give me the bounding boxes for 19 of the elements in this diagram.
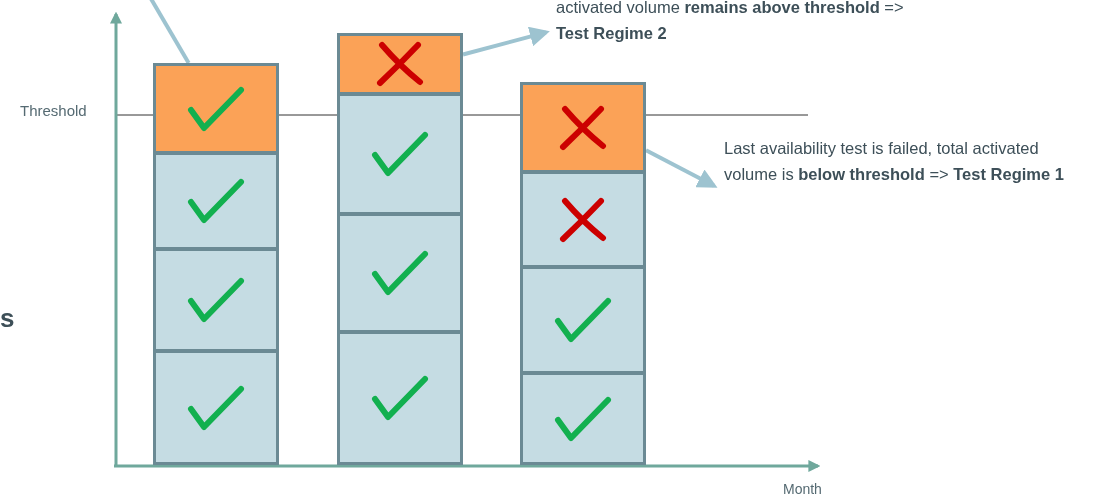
passed-test-block xyxy=(153,350,279,465)
callout-text: activated volume remains above threshold => Test Regime 2 xyxy=(556,0,905,44)
text-fragment: s xyxy=(0,303,15,334)
passed-test-block xyxy=(153,248,279,352)
passed-test-block xyxy=(337,213,463,333)
passed-test-block xyxy=(153,152,279,250)
axis-label: Threshold xyxy=(20,102,87,119)
failed-test-block xyxy=(520,82,646,173)
passed-test-block xyxy=(520,372,646,465)
failed-test-block xyxy=(337,33,463,95)
axis-label: Month xyxy=(783,481,822,496)
callout-text: Last availability test is failed, total activated volume is below threshold => Test Regime 1 xyxy=(724,138,1065,185)
passed-test-block xyxy=(153,63,279,154)
passed-test-block xyxy=(337,331,463,465)
failed-test-block xyxy=(520,171,646,268)
passed-test-block xyxy=(337,93,463,215)
arrow xyxy=(462,26,550,57)
arrow xyxy=(645,148,718,188)
passed-test-block xyxy=(520,266,646,374)
